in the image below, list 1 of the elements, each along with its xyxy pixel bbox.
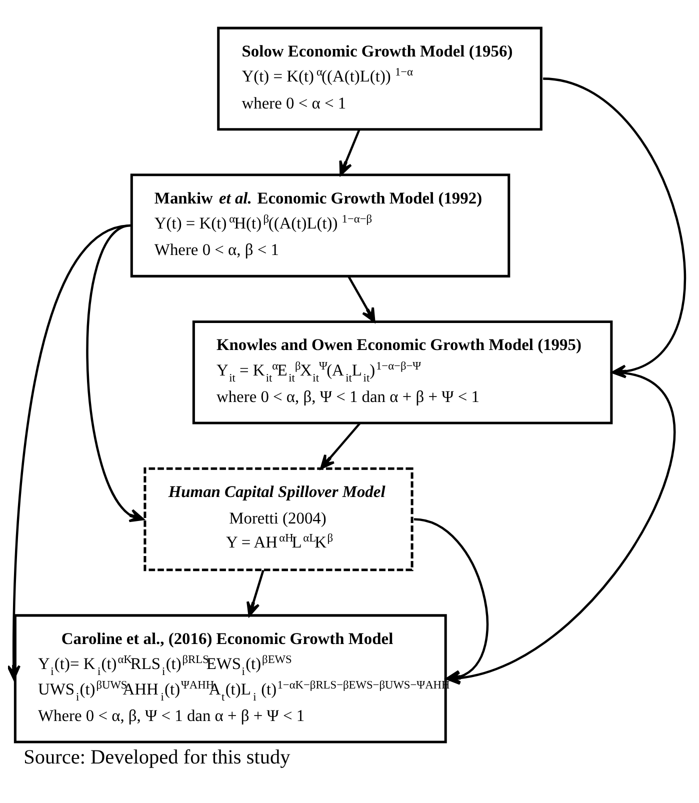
caption: Source: Developed for this study <box>24 746 290 768</box>
